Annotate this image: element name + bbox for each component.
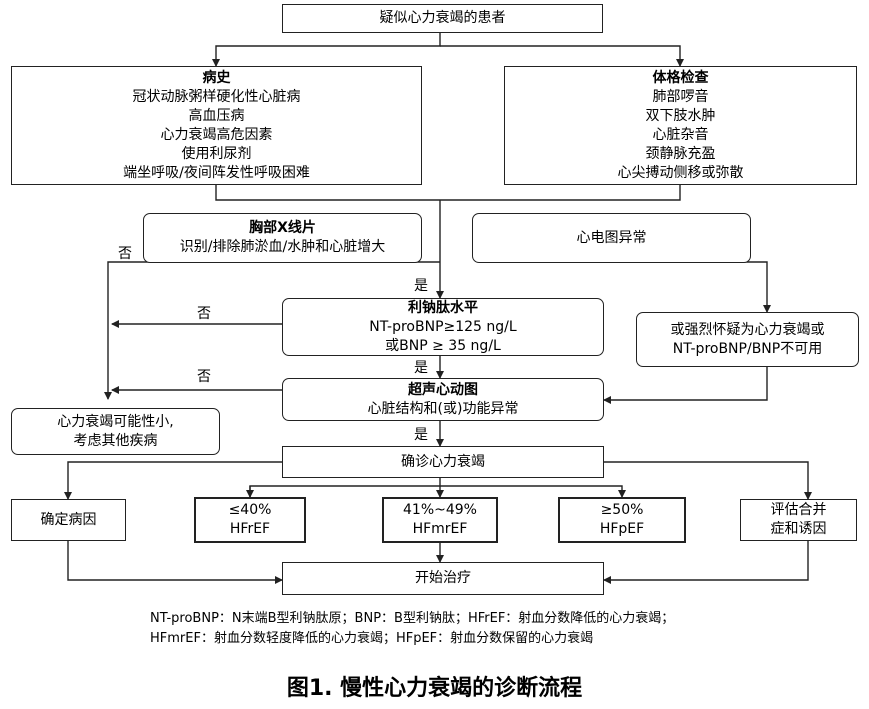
history-item: 高血压病 xyxy=(188,107,245,124)
connector-top-split-right xyxy=(440,45,684,67)
exam-item: 颈静脉充盈 xyxy=(645,145,716,162)
unlikely-line: 心力衰竭可能性小, xyxy=(57,413,174,430)
xray-title: 胸部X线片 xyxy=(249,220,316,236)
hfmref-range: 41%~49% xyxy=(403,502,477,518)
label-yes-bnp: 是 xyxy=(414,278,428,294)
label-no-history: 否 xyxy=(118,246,132,262)
label-no-bnp: 否 xyxy=(197,306,211,322)
footnote-line-1: NT-proBNP：N末端B型利钠肽原；BNP：B型利钠肽；HFrEF：射血分数… xyxy=(150,611,675,626)
bnp-line: 或BNP ≥ 35 ng/L xyxy=(385,337,501,354)
history-box: 病史 冠状动脉粥样硬化性心脏病 高血压病 心力衰竭高危因素 使用利尿剂 端坐呼吸… xyxy=(11,66,422,185)
confirmed-hf-box: 确诊心力衰竭 xyxy=(282,446,604,478)
figure-caption: 图1. 慢性心力衰竭的诊断流程 xyxy=(286,676,583,701)
treat-text: 开始治疗 xyxy=(415,570,471,586)
chest-xray-box: 胸部X线片 识别/排除肺淤血/水肿和心脏增大 xyxy=(143,213,422,263)
connector-confirm-down xyxy=(249,478,441,497)
assess-line: 评估合并 xyxy=(770,502,827,518)
bnp-line: NT-proBNP≥125 ng/L xyxy=(369,318,517,335)
confirm-text: 确诊心力衰竭 xyxy=(401,453,485,470)
history-item: 心力衰竭高危因素 xyxy=(160,126,273,143)
hfpef-label: HFpEF xyxy=(599,521,645,537)
suspected-patient-box: 疑似心力衰竭的患者 xyxy=(282,4,603,33)
history-item: 冠状动脉粥样硬化性心脏病 xyxy=(132,88,301,105)
ecg-text: 心电图异常 xyxy=(576,229,647,246)
cause-text: 确定病因 xyxy=(40,511,97,528)
connector-confirm-right xyxy=(604,461,812,500)
assess-comorbidity-box: 评估合并 症和诱因 xyxy=(740,499,857,541)
hfmref-box: 41%~49% HFmrEF xyxy=(382,497,498,543)
exam-item: 肺部啰音 xyxy=(652,88,709,105)
connector-alt-echo xyxy=(603,367,768,404)
connector-assess-treat xyxy=(603,541,809,584)
echo-title: 超声心动图 xyxy=(408,381,478,398)
echo-text: 心脏结构和(或)功能异常 xyxy=(367,400,519,417)
suspected-patient-text: 疑似心力衰竭的患者 xyxy=(379,10,506,26)
exam-title: 体格检查 xyxy=(652,69,709,86)
ecg-box: 心电图异常 xyxy=(472,213,751,263)
determine-cause-box: 确定病因 xyxy=(11,499,126,541)
bnp-title: 利钠肽水平 xyxy=(408,299,478,316)
strong-suspicion-box: 或强烈怀疑为心力衰竭或 NT-proBNP/BNP不可用 xyxy=(636,312,859,367)
start-treatment-box: 开始治疗 xyxy=(282,562,604,595)
assess-line: 症和诱因 xyxy=(770,521,827,537)
hfmref-label: HFmrEF xyxy=(412,521,468,537)
hfref-label: HFrEF xyxy=(229,521,271,537)
hfpef-range: ≥50% xyxy=(600,502,644,518)
connector-confirm-left xyxy=(64,461,282,500)
connector-ecg xyxy=(610,261,771,313)
hf-unlikely-box: 心力衰竭可能性小, 考虑其他疾病 xyxy=(11,408,220,455)
connector-cause-treat xyxy=(67,541,283,584)
connector-exam-down xyxy=(440,185,681,201)
echocardiogram-box: 超声心动图 心脏结构和(或)功能异常 xyxy=(282,378,604,421)
history-title: 病史 xyxy=(202,69,231,86)
connector-history-down xyxy=(215,185,440,201)
exam-item: 心尖搏动侧移或弥散 xyxy=(617,164,744,181)
hfpef-box: ≥50% HFpEF xyxy=(558,497,686,543)
hfref-box: ≤40% HFrEF xyxy=(194,497,306,543)
alt-line: NT-proBNP/BNP不可用 xyxy=(672,340,823,357)
hfref-range: ≤40% xyxy=(228,502,272,518)
exam-item: 双下肢水肿 xyxy=(645,107,716,124)
unlikely-line: 考虑其他疾病 xyxy=(73,432,158,449)
footnote-line-2: HFmrEF：射血分数轻度降低的心力衰竭；HFpEF：射血分数保留的心力衰竭 xyxy=(150,631,594,646)
history-item: 使用利尿剂 xyxy=(181,145,252,162)
label-yes-echo: 是 xyxy=(414,360,428,376)
exam-item: 心脏杂音 xyxy=(652,126,709,143)
xray-text: 识别/排除肺淤血/水肿和心脏增大 xyxy=(179,239,386,255)
history-item: 端坐呼吸/夜间阵发性呼吸困难 xyxy=(123,164,310,181)
label-yes-confirm: 是 xyxy=(414,427,428,443)
physical-exam-box: 体格检查 肺部啰音 双下肢水肿 心脏杂音 颈静脉充盈 心尖搏动侧移或弥散 xyxy=(504,66,857,185)
connector-confirm-hfpef xyxy=(440,485,626,498)
natriuretic-peptide-box: 利钠肽水平 NT-proBNP≥125 ng/L 或BNP ≥ 35 ng/L xyxy=(282,298,604,356)
alt-line: 或强烈怀疑为心力衰竭或 xyxy=(670,321,825,338)
label-no-echo: 否 xyxy=(197,369,211,385)
connector-top-split xyxy=(212,33,441,67)
